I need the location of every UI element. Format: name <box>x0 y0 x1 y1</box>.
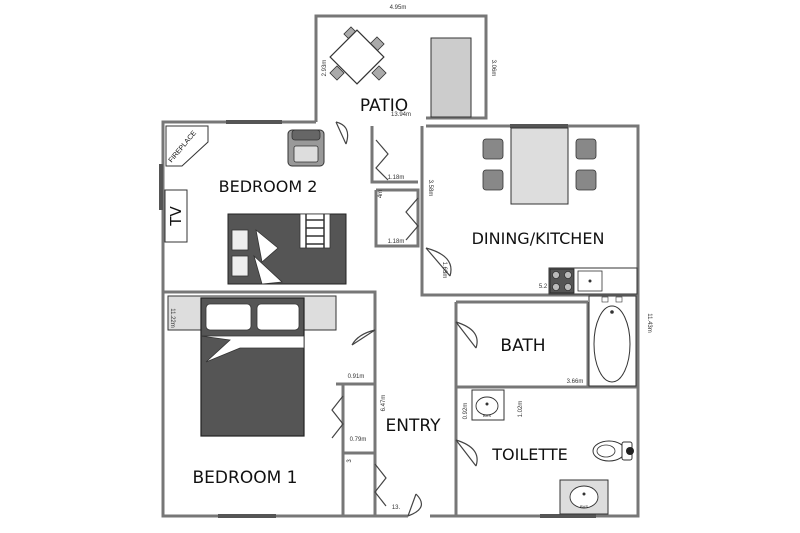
patio-lounger-icon <box>430 37 472 118</box>
bath-door <box>455 321 478 349</box>
dining-chair-icon <box>575 138 597 160</box>
closet-door-upper-1 <box>375 139 389 181</box>
bedroom1-door <box>351 329 376 346</box>
tv-label: TV <box>167 206 185 227</box>
dim-bottom-total: 13. <box>392 505 401 511</box>
room-label-patio: PATIO <box>360 96 408 116</box>
dim-patio-side-a: 2.93m <box>322 60 328 77</box>
dim-entry-height: 6.47m <box>381 395 387 412</box>
washbasin-vanity-icon <box>559 479 609 515</box>
dim-sink-a: 0.92m <box>463 403 469 420</box>
patio-table-set <box>329 26 387 85</box>
toilette-door <box>455 439 478 467</box>
washbasin-small-icon <box>471 389 505 421</box>
dining-chair-icon <box>482 138 504 160</box>
dim-dining-left: 3.58m <box>427 180 433 197</box>
room-label-bedroom-1: BEDROOM 1 <box>193 468 298 488</box>
bathtub-icon <box>588 295 637 387</box>
doors <box>331 121 478 517</box>
dim-closet-lower-c: 3 <box>347 459 353 463</box>
sink-tag-vanity: BVS <box>580 504 588 509</box>
bunk-bed-icon <box>227 213 347 285</box>
dim-bath-width: 3.66m <box>567 379 584 385</box>
dim-bedroom1-left: 11.22m <box>169 308 175 328</box>
dim-closet-lower-a: 0.91m <box>348 374 365 380</box>
kitchen-counter-icon <box>548 267 638 295</box>
dim-top-total: 13.94m <box>391 112 411 118</box>
room-label-dining-kitchen: DINING/KITCHEN <box>472 229 605 248</box>
room-labels: PATIO BEDROOM 2 DINING/KITCHEN BEDROOM 1… <box>193 96 605 488</box>
dining-chairs <box>482 138 597 191</box>
dim-closet-upper-b: 1.18m <box>388 239 405 245</box>
windows <box>159 120 596 518</box>
patio-chair-left-icon <box>329 65 345 81</box>
dining-chair-icon <box>575 169 597 191</box>
dining-table-icon <box>510 127 569 205</box>
patio-table-icon <box>329 29 385 85</box>
sink-tag-small: BVS <box>483 413 491 418</box>
dim-kitchen-door: 1.63m <box>441 262 447 279</box>
dim-toilet-room: 1.02m <box>518 401 524 418</box>
dim-patio-side-b: 3.06m <box>490 60 496 77</box>
dim-kitchen-counter: 5.2 <box>539 284 548 290</box>
patio-door <box>335 121 349 145</box>
dim-patio-width: 4.95m <box>390 5 407 11</box>
dimension-labels: 4.95m 2.93m 3.06m 13.94m 1.18m 4m 1.18m … <box>169 5 652 511</box>
closet-door-lower-2 <box>374 463 387 507</box>
dining-chair-icon <box>482 169 504 191</box>
dim-closet-lower-b: 0.79m <box>350 437 367 443</box>
dim-closet-small-a: 4m <box>378 190 384 198</box>
room-label-bedroom-2: BEDROOM 2 <box>219 177 318 196</box>
tv-stand-icon <box>164 189 188 243</box>
double-bed-icon <box>200 297 305 437</box>
dim-right-total: 11.43m <box>646 313 652 333</box>
front-door <box>407 493 423 517</box>
room-label-bath: BATH <box>500 336 545 356</box>
dim-closet-upper-a: 1.18m <box>388 175 405 181</box>
fireplace-icon <box>165 125 209 167</box>
armchair-icon <box>287 129 325 167</box>
kitchen-door <box>425 247 452 277</box>
patio-chair-bottom-icon <box>371 65 387 81</box>
room-label-entry: ENTRY <box>386 416 442 436</box>
closet-door-lower-1 <box>331 395 344 439</box>
room-label-toilette: TOILETTE <box>491 445 567 464</box>
toilet-icon <box>592 440 634 462</box>
closet-door-upper-2 <box>405 197 419 241</box>
